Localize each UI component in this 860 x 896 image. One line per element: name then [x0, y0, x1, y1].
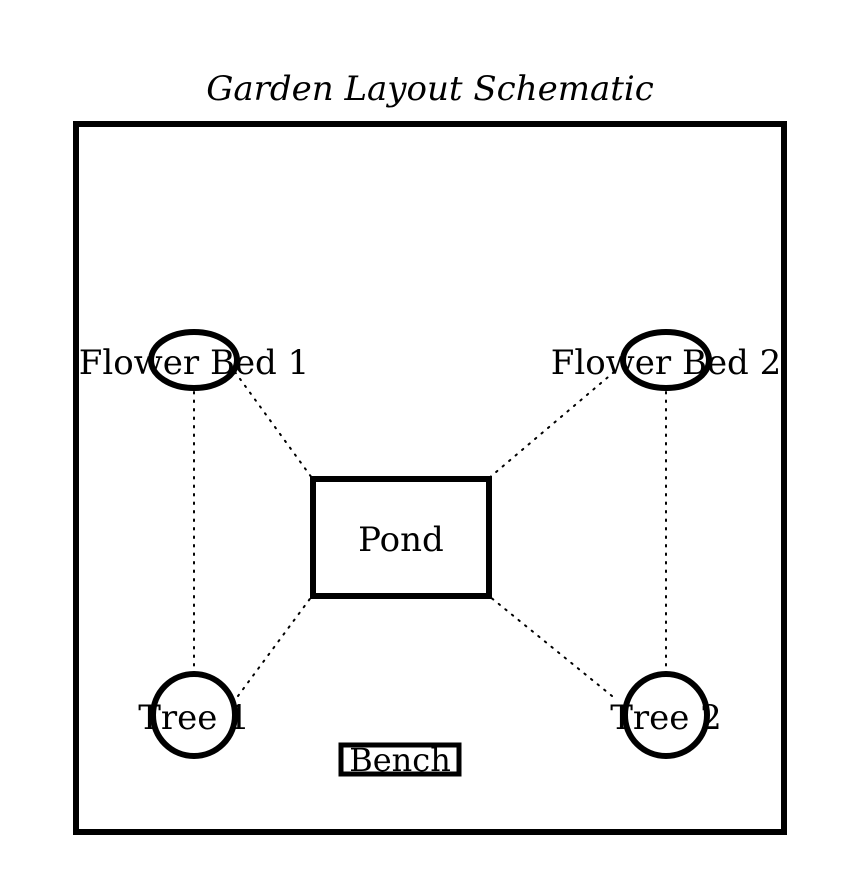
- diagram-title: Garden Layout Schematic: [206, 69, 654, 109]
- flower-bed-1-node: Flower Bed 1: [79, 329, 310, 391]
- pond-label: Pond: [358, 520, 444, 560]
- flower-bed-1-label: Flower Bed 1: [79, 343, 310, 383]
- flower-bed-2-shape: [620, 329, 712, 391]
- flower-bed-2-label: Flower Bed 2: [551, 343, 782, 383]
- tree-1-shape: [150, 671, 238, 759]
- pond-node: Pond: [310, 476, 492, 599]
- connection-flower-bed-1-pond: [234, 371, 313, 479]
- bench-label: Bench: [349, 741, 451, 779]
- connection-tree-2-pond: [488, 595, 613, 697]
- connection-tree-1-pond: [237, 595, 313, 697]
- tree-1-label: Tree 1: [138, 698, 250, 738]
- bench-shape: [338, 742, 462, 777]
- flower-bed-2-node: Flower Bed 2: [551, 329, 782, 391]
- pond-shape: [310, 476, 492, 599]
- garden-boundary: [73, 121, 787, 835]
- tree-2-shape: [622, 671, 710, 759]
- connection-lines: [193, 371, 667, 697]
- bench-node: Bench: [338, 741, 462, 779]
- connection-flower-bed-2-pond: [488, 371, 615, 479]
- tree-1-node: Tree 1: [138, 671, 250, 759]
- tree-2-label: Tree 2: [610, 698, 722, 738]
- tree-2-node: Tree 2: [610, 671, 722, 759]
- flower-bed-1-shape: [148, 329, 240, 391]
